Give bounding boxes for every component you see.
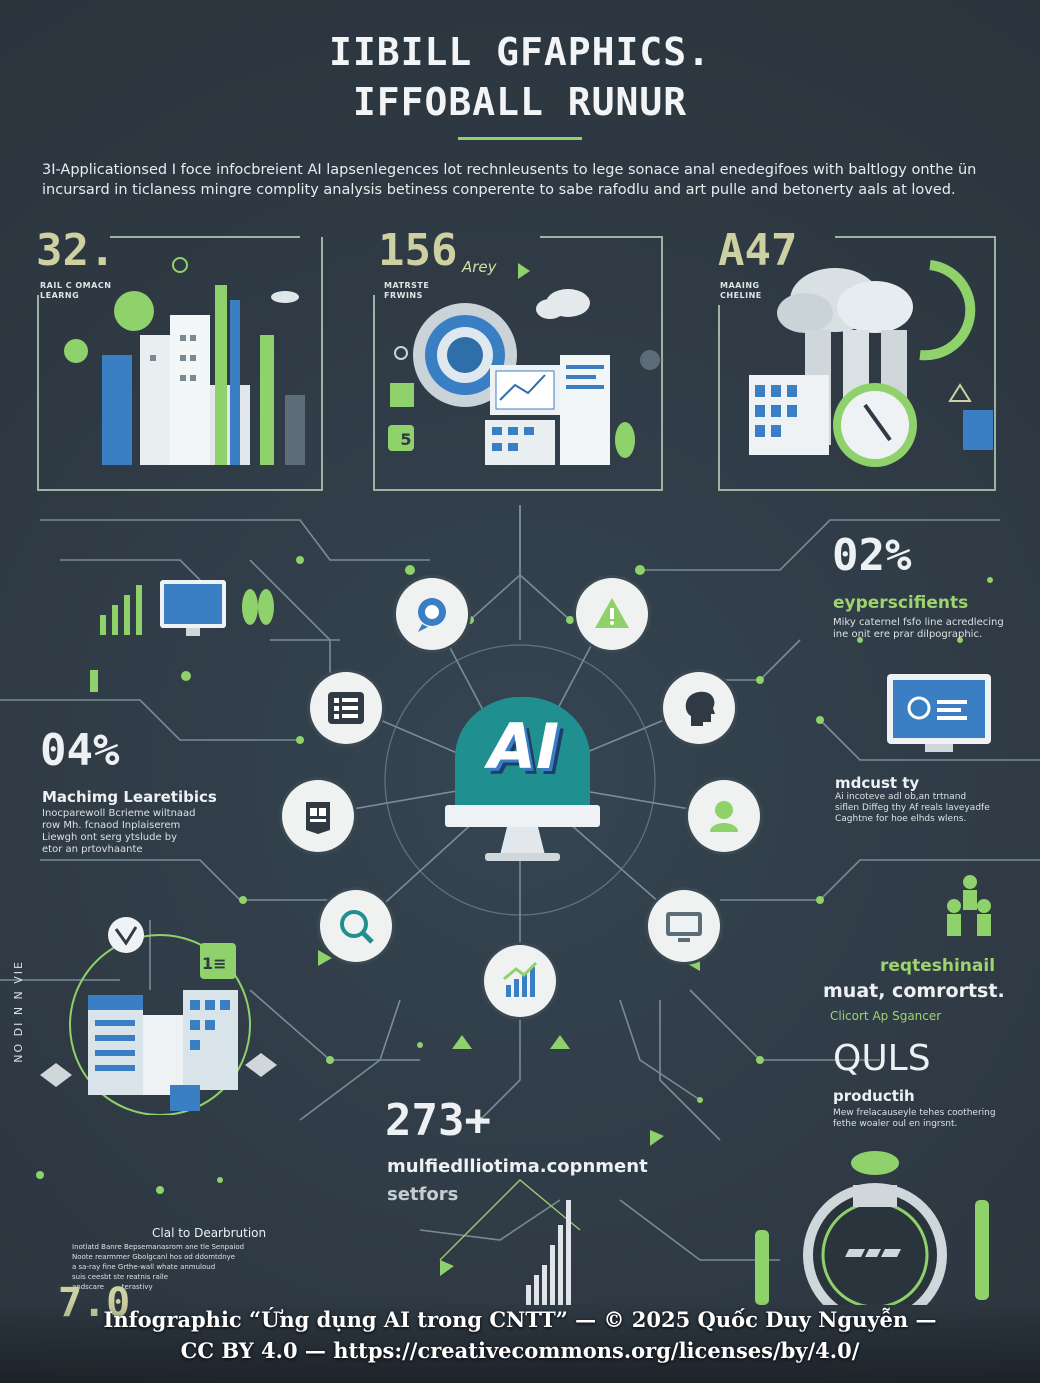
panel-1-sub: RAIL C OMACN LEARNG xyxy=(40,281,112,300)
vertical-label: NO DI N N VIE xyxy=(12,960,25,1063)
right-low-green: reqteshinail xyxy=(880,956,996,976)
bottom-stat: 273+ xyxy=(385,1095,491,1146)
bottom-heading-line-1: mulfiedlliotima.copnment xyxy=(387,1156,648,1177)
dashboard-icon xyxy=(328,692,364,724)
document-icon xyxy=(306,802,330,834)
ai-hub-monitor xyxy=(445,697,600,861)
title-line-2: IFFOBALL RUNUR xyxy=(352,80,688,124)
right-low-subheading: Clicort Ap Sgancer xyxy=(830,1009,942,1023)
right-description: Miky caternel fsfo line acredlecing ine … xyxy=(833,617,1004,640)
user-icon xyxy=(710,801,738,832)
bottom-left-description: Inotlatd Banre Bepsemanasrom ane tle Sen… xyxy=(72,1243,245,1291)
chat-bubble-icon xyxy=(418,598,446,632)
panel-1-frame xyxy=(37,236,323,491)
warning-icon xyxy=(595,598,629,628)
data-center-illustration xyxy=(40,917,277,1115)
panel-1-stat: 32. xyxy=(36,225,116,276)
right-low-heading-2: productih xyxy=(833,1087,915,1105)
panel-3-stat: A47 xyxy=(718,225,798,276)
right-mid-description: Ai incoteve adl ob,an trtnand siflen Dif… xyxy=(835,792,990,824)
building-tag: 1≡ xyxy=(202,954,227,973)
right-stat: 02% xyxy=(832,530,912,581)
search-icon xyxy=(340,910,374,944)
panel-3-frame xyxy=(718,236,996,491)
left-description: Inocparewoll Bcrieme wiltnaad row Mh. fc… xyxy=(42,808,196,855)
gauge-illustration xyxy=(755,1151,989,1305)
title-line-1: IIBILL GFAPHICS. xyxy=(328,30,712,74)
computer-illustration xyxy=(90,580,274,692)
people-group-icon xyxy=(947,875,991,936)
bar-graph-illustration xyxy=(526,1200,571,1305)
head-profile-icon xyxy=(685,691,715,726)
footer-band xyxy=(0,1300,1040,1383)
ai-hub-label: AI xyxy=(487,710,560,783)
right-low-description: Mew frelacauseyle tehes coothering fethe… xyxy=(833,1108,996,1129)
node-search[interactable] xyxy=(320,890,392,962)
panel-3-sub: MAAING CHELINE xyxy=(720,281,762,300)
node-analytics[interactable] xyxy=(484,945,556,1017)
node-alert[interactable] xyxy=(576,578,648,650)
bottom-left-heading: Clal to Dearbrution xyxy=(152,1226,267,1240)
node-head-profile[interactable] xyxy=(663,672,735,744)
left-stat: 04% xyxy=(40,725,120,776)
panel-2-label: Arey xyxy=(462,258,497,276)
right-low-stat: QULS xyxy=(833,1038,931,1079)
bar-chart-icon xyxy=(503,961,538,997)
panel-2-sub: MATRSTE FRWINS xyxy=(384,281,430,300)
attribution-line-1: Infographic “Ứng dụng AI trong CNTT” — ©… xyxy=(103,1307,937,1332)
right-mid-heading: mdcust ty xyxy=(835,774,920,792)
left-heading: Machimg Learetibics xyxy=(42,788,217,806)
panel-2-badge: 5 xyxy=(400,430,412,449)
node-dashboard[interactable] xyxy=(310,672,382,744)
attribution-line-2[interactable]: CC BY 4.0 — https://creativecommons.org/… xyxy=(180,1338,860,1363)
node-monitor[interactable] xyxy=(648,890,720,962)
monitor-icon xyxy=(666,912,702,942)
bottom-heading-line-2: setfors xyxy=(387,1184,459,1205)
node-document[interactable] xyxy=(282,780,354,852)
right-monitor-illustration xyxy=(887,674,991,752)
node-chat-ai[interactable] xyxy=(396,578,468,650)
right-low-heading: muat, comrortst. xyxy=(823,980,1005,1002)
right-heading: eyperscifients xyxy=(833,593,969,613)
node-user[interactable] xyxy=(688,780,760,852)
intro-paragraph: 3I-Applicationsed I foce infocbreient AI… xyxy=(42,162,977,198)
title-divider xyxy=(458,137,582,140)
panel-2-stat: 156 xyxy=(378,225,458,276)
panel-2-frame xyxy=(373,236,663,491)
attribution-footer: Infographic “Ứng dụng AI trong CNTT” — ©… xyxy=(40,1304,1000,1366)
